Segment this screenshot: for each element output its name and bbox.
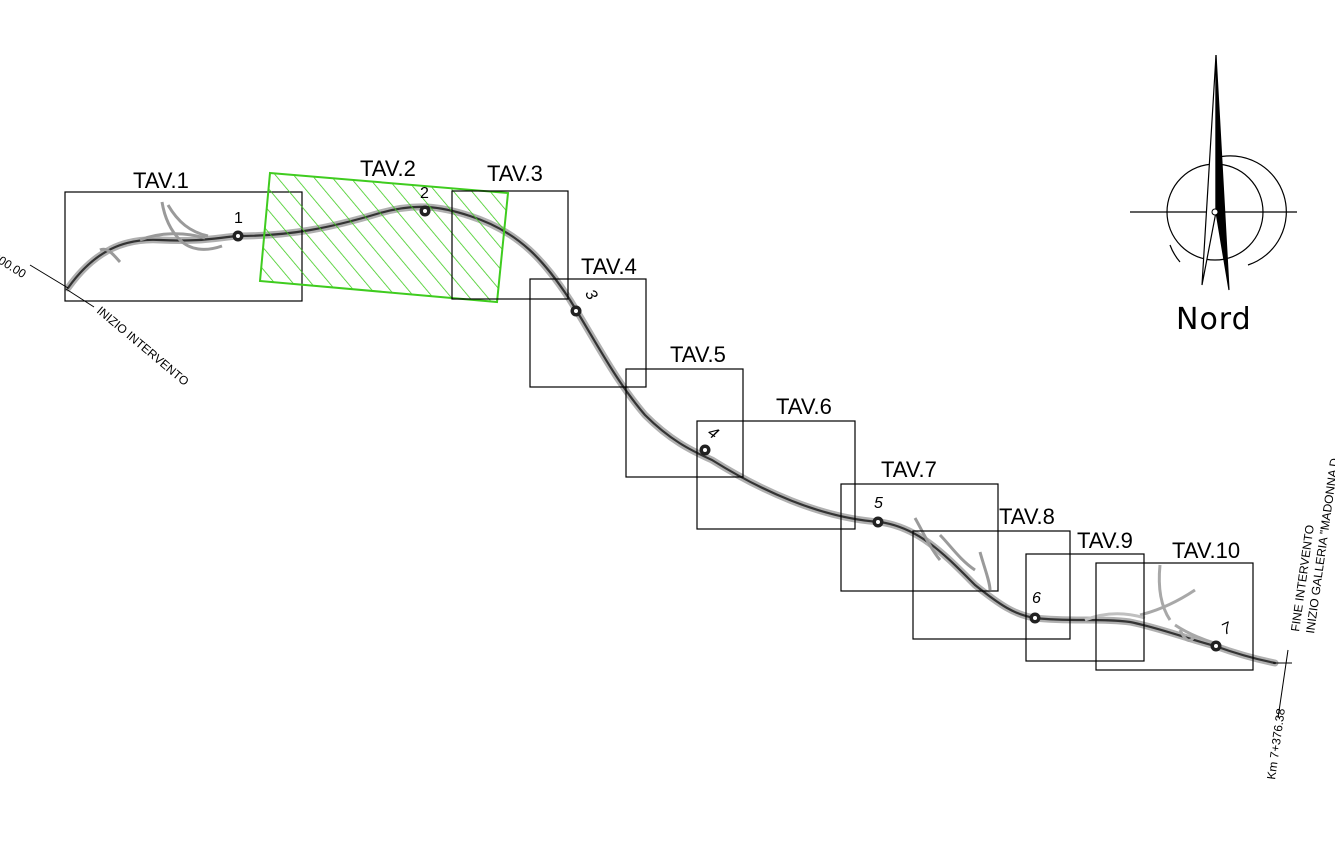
station-5[interactable]: 5 bbox=[872, 495, 884, 528]
end-annotation: Km 7+376.38 FINE INTERVENTO INIZIO GALLE… bbox=[1264, 457, 1335, 781]
sheet-frame-tav6[interactable] bbox=[696, 420, 856, 530]
sheet-frame-tav2[interactable] bbox=[258, 171, 510, 304]
sheet-frame-tav3[interactable] bbox=[451, 190, 569, 300]
station-1[interactable]: 1 bbox=[232, 210, 244, 242]
station-label-3: 3 bbox=[581, 287, 600, 303]
station-label-4: 4 bbox=[704, 424, 721, 443]
sheet-label-tav2: TAV.2 bbox=[360, 156, 416, 181]
sheet-label-tav1: TAV.1 bbox=[133, 168, 189, 193]
sheet-frame-tav5[interactable] bbox=[625, 368, 744, 478]
junction-10 bbox=[1139, 564, 1221, 647]
sheet-frame-tav8[interactable] bbox=[912, 530, 1071, 640]
junction-9 bbox=[1084, 612, 1146, 622]
junction-7 bbox=[913, 517, 992, 591]
station-label-5: 5 bbox=[874, 495, 883, 512]
sheet-label-tav9: TAV.9 bbox=[1077, 528, 1133, 553]
start-label: INIZIO INTERVENTO bbox=[94, 304, 192, 389]
station-6[interactable]: 6 bbox=[1029, 590, 1042, 624]
station-label-6: 6 bbox=[1032, 590, 1041, 607]
north-arrow: Nord bbox=[1130, 54, 1297, 337]
sheet-frames bbox=[64, 171, 1254, 671]
sheet-label-tav5: TAV.5 bbox=[670, 342, 726, 367]
sheet-label-tav10: TAV.10 bbox=[1172, 538, 1240, 563]
start-annotation: 0+000.00 INIZIO INTERVENTO bbox=[0, 242, 192, 388]
sheet-frame-tav9[interactable] bbox=[1025, 553, 1145, 662]
sheet-label-tav4: TAV.4 bbox=[581, 254, 637, 279]
end-km-label: Km 7+376.38 bbox=[1264, 707, 1288, 780]
station-2[interactable]: 2 bbox=[419, 185, 431, 217]
north-needle-icon bbox=[1201, 54, 1217, 286]
sheet-frame-tav7[interactable] bbox=[840, 483, 999, 592]
sheet-label-tav7: TAV.7 bbox=[881, 457, 937, 482]
sheet-label-tav6: TAV.6 bbox=[776, 394, 832, 419]
sheet-frame-tav4[interactable] bbox=[529, 278, 647, 388]
north-label: Nord bbox=[1176, 302, 1252, 337]
junction-1 bbox=[99, 201, 223, 264]
sheet-frame-tav10[interactable] bbox=[1095, 562, 1254, 671]
station-label-2: 2 bbox=[420, 185, 429, 202]
station-label-1: 1 bbox=[234, 210, 243, 227]
sheet-label-tav8: TAV.8 bbox=[999, 504, 1055, 529]
road-alignment bbox=[64, 201, 1279, 667]
station-label-7: 7 bbox=[1219, 619, 1235, 639]
sheet-label-tav3: TAV.3 bbox=[487, 161, 543, 186]
road-light-edge bbox=[64, 203, 1279, 667]
station-4[interactable]: 4 bbox=[699, 424, 722, 456]
start-km-label: 0+000.00 bbox=[0, 242, 29, 281]
sheet-labels: TAV.1 TAV.2 TAV.3 TAV.4 TAV.5 TAV.6 TAV.… bbox=[133, 156, 1240, 563]
